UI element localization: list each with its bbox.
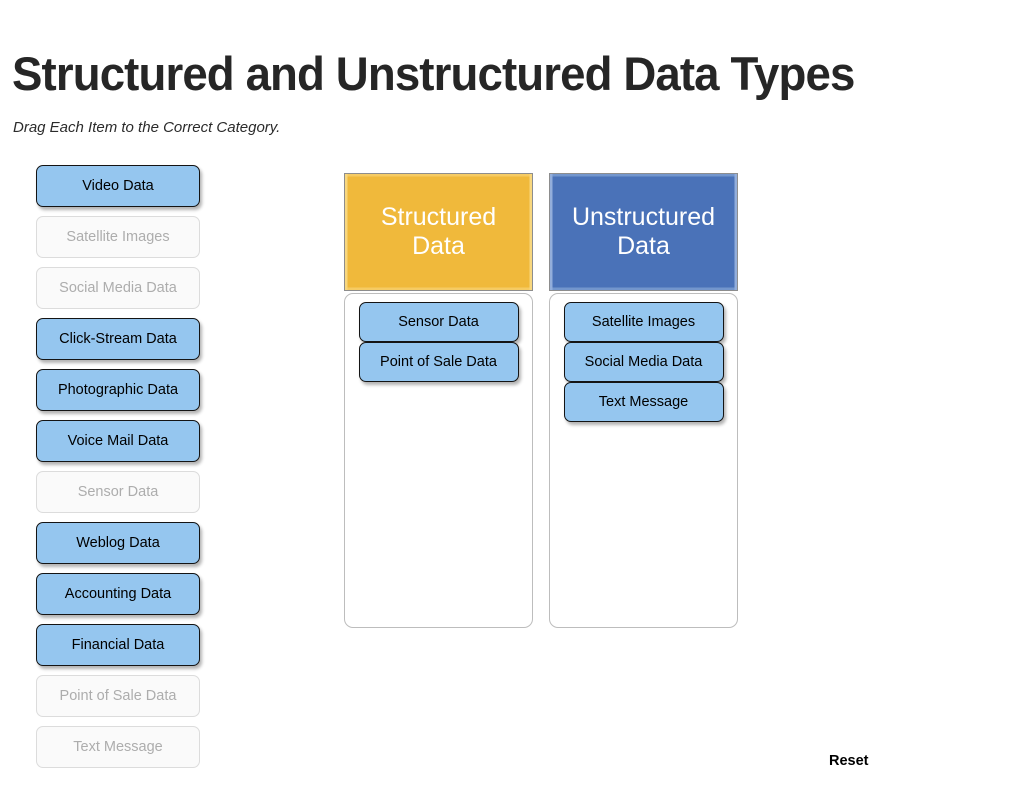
bank-item[interactable]: Video Data: [36, 165, 200, 207]
bank-item[interactable]: Accounting Data: [36, 573, 200, 615]
reset-button[interactable]: Reset: [829, 753, 869, 769]
page-subtitle: Drag Each Item to the Correct Category.: [13, 119, 281, 136]
category-header-structured: Structured Data: [344, 173, 533, 291]
dropped-item[interactable]: Text Message: [563, 382, 724, 422]
dropped-item[interactable]: Social Media Data: [563, 342, 724, 382]
dropped-item[interactable]: Sensor Data: [358, 302, 519, 342]
bank-item: Point of Sale Data: [36, 675, 200, 717]
page-title: Structured and Unstructured Data Types: [12, 47, 855, 101]
bank-item[interactable]: Weblog Data: [36, 522, 200, 564]
bank-item[interactable]: Financial Data: [36, 624, 200, 666]
bank-item[interactable]: Photographic Data: [36, 369, 200, 411]
bank-item: Social Media Data: [36, 267, 200, 309]
bank-item: Satellite Images: [36, 216, 200, 258]
bank-item: Sensor Data: [36, 471, 200, 513]
bank-item[interactable]: Click-Stream Data: [36, 318, 200, 360]
dropped-item[interactable]: Point of Sale Data: [358, 342, 519, 382]
bank-item[interactable]: Voice Mail Data: [36, 420, 200, 462]
category-header-unstructured: Unstructured Data: [549, 173, 738, 291]
dropped-item[interactable]: Satellite Images: [563, 302, 724, 342]
bank-item: Text Message: [36, 726, 200, 768]
